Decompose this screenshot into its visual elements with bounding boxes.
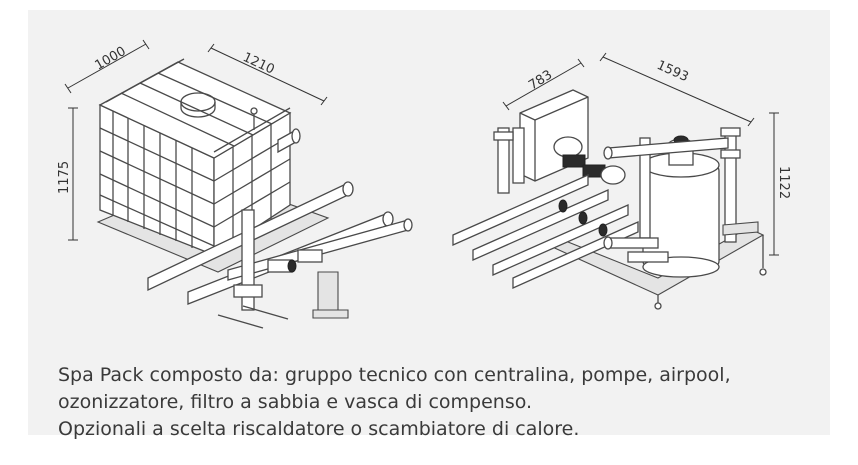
caption-line-3: Opzionali a scelta riscaldatore o scambi…	[58, 418, 580, 440]
figure-panel: 1000 1210 1175	[28, 10, 830, 440]
dim-pack-height: 1122	[776, 166, 791, 199]
dim-tank-depth: 1210	[240, 50, 276, 78]
technical-drawing: 1000 1210 1175	[57, 39, 791, 329]
dim-pack-length: 1593	[654, 58, 690, 85]
caption-line-2: ozonizzatore, filtro a sabbia e vasca di…	[58, 391, 533, 413]
dim-tank-width: 1000	[93, 44, 129, 74]
dim-pack-width: 783	[526, 68, 555, 94]
caption-line-1: Spa Pack composto da: gruppo tecnico con…	[58, 364, 731, 386]
compensation-tank-drawing	[96, 58, 413, 329]
dim-tank-height: 1175	[57, 161, 72, 194]
caption: Spa Pack composto da: gruppo tecnico con…	[58, 362, 818, 443]
technical-group-drawing	[452, 89, 767, 310]
